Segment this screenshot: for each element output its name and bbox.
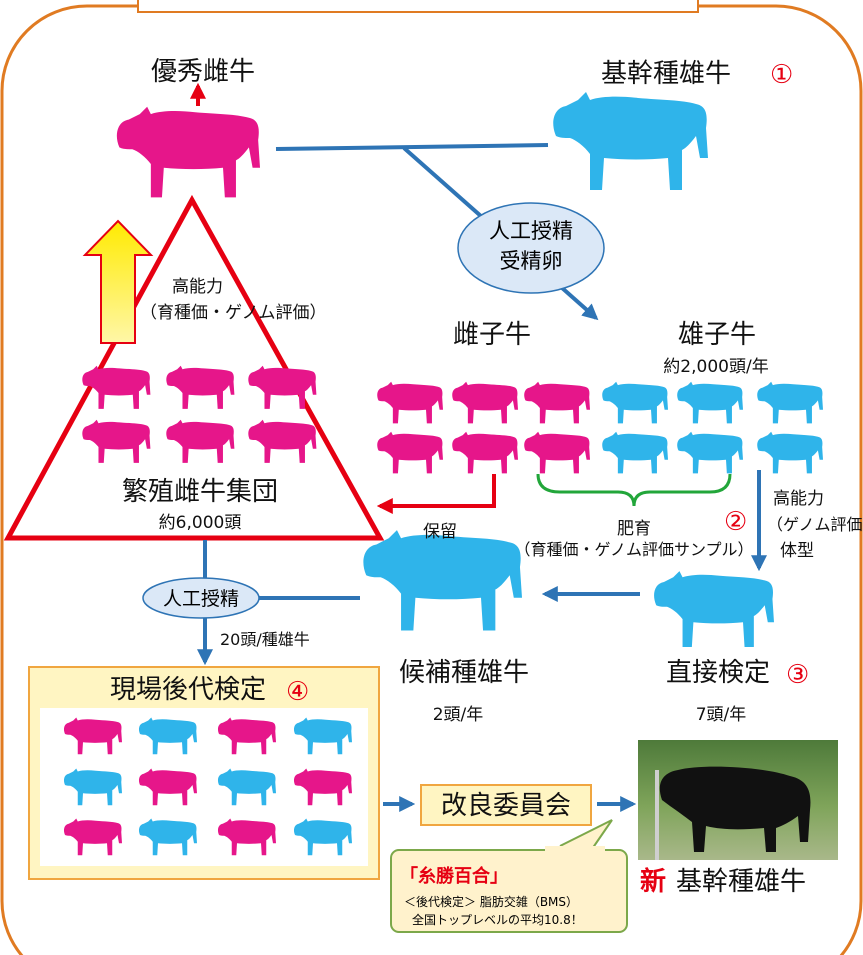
genomic-line3: 体型 <box>780 541 814 561</box>
ai-embryo-line2: 受精卵 <box>500 249 563 273</box>
ai-label: 人工授精 <box>163 588 239 610</box>
ai-bubble <box>142 577 260 619</box>
fattening-label: 肥育 <box>617 519 651 539</box>
candidate-bull-label: 候補種雄牛 <box>399 658 529 688</box>
high-ability-arrow <box>82 219 154 344</box>
callout-line2: 全国トップレベルの平均10.8！ <box>412 912 583 927</box>
fattening-note: （育種価・ゲノム評価サンプル） <box>514 540 753 559</box>
genomic-line2: （ゲノム評価） <box>767 515 863 534</box>
direct-test-num: ③ <box>786 660 809 690</box>
new-mark: 新 <box>640 866 666 897</box>
top-tab <box>137 0 699 13</box>
callout-tail <box>559 819 613 853</box>
high-ability-line2: （育種価・ゲノム評価） <box>140 303 327 323</box>
herd-label: 繁殖雌牛集団 <box>122 477 278 507</box>
retain-label: 保留 <box>423 522 457 542</box>
core-bull-icon <box>553 92 708 190</box>
field-test-num: ④ <box>286 677 309 707</box>
direct-test-label: 直接検定 <box>666 658 770 688</box>
elite-cow-label: 優秀雌牛 <box>151 57 255 87</box>
candidate-bull-icon <box>363 530 522 631</box>
callout-join <box>545 846 605 854</box>
core-bull-label: 基幹種雄牛 <box>601 59 731 89</box>
high-ability-line1: 高能力 <box>172 277 223 297</box>
ai-embryo-bubble <box>457 202 605 294</box>
candidate-count: 2頭/年 <box>433 705 484 725</box>
male-calf-label: 雄子牛 <box>678 320 756 350</box>
step2-num: ② <box>724 507 747 537</box>
fattening-bracket <box>536 473 732 507</box>
per-bull-label: 20頭/種雄牛 <box>220 630 310 649</box>
connect-line-top <box>275 143 549 151</box>
herd-cows <box>82 365 317 463</box>
callout-line1: ＜後代検定＞ 脂肪交雑（BMS） <box>404 894 578 909</box>
callout-box <box>390 849 628 933</box>
committee-box <box>420 784 592 826</box>
male-calf-count: 約2,000頭/年 <box>663 357 768 377</box>
field-test-label: 現場後代検定 <box>110 675 266 705</box>
direct-count: 7頭/年 <box>696 705 747 725</box>
elite-cow-icon <box>116 106 260 198</box>
ai-embryo-line1: 人工授精 <box>489 219 573 243</box>
retain-arrow <box>376 474 496 514</box>
new-core-bull-label: 基幹種雄牛 <box>676 867 806 897</box>
core-bull-num: ① <box>770 60 793 90</box>
direct-test-bull-icon <box>654 571 774 648</box>
callout-title: 「糸勝百合」 <box>400 865 508 887</box>
committee-label: 改良委員会 <box>441 791 571 821</box>
herd-count: 約6,000頭 <box>159 513 242 533</box>
black-bull-photo <box>638 740 838 860</box>
calves <box>377 381 823 474</box>
female-calf-label: 雌子牛 <box>453 320 531 350</box>
genomic-line1: 高能力 <box>773 489 824 509</box>
